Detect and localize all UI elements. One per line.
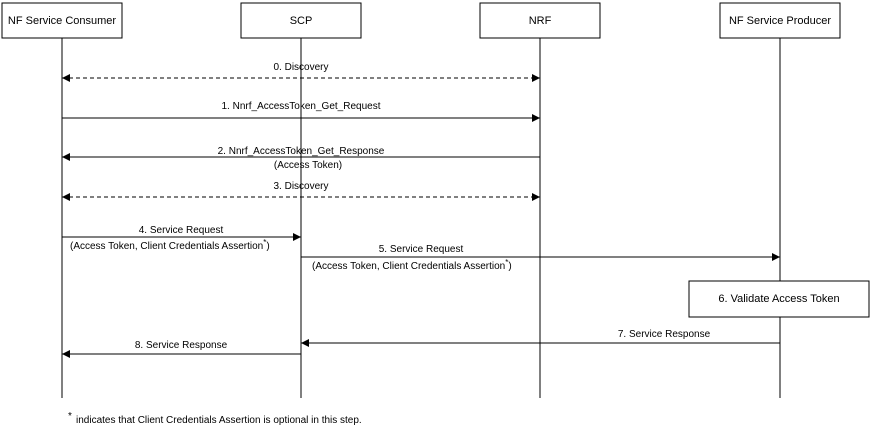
- participant-consumer: NF Service Consumer: [1, 2, 123, 39]
- step-6-validate-token: 6. Validate Access Token: [688, 280, 870, 318]
- message-3-label: 3. Discovery: [273, 181, 328, 192]
- participant-producer: NF Service Producer: [719, 2, 841, 39]
- message-4-star: *: [263, 238, 266, 247]
- message-4-sublabel: (Access Token, Client Credentials Assert…: [70, 238, 270, 252]
- participant-nrf: NRF: [479, 2, 601, 39]
- message-2-label: 2. Nnrf_AccessToken_Get_Response: [218, 146, 385, 157]
- message-1-token-request: 1. Nnrf_AccessToken_Get_Request: [62, 101, 540, 122]
- footnote: * indicates that Client Credentials Asse…: [68, 411, 362, 426]
- message-7-service-response: 7. Service Response: [301, 329, 780, 347]
- message-0-label: 0. Discovery: [273, 62, 328, 73]
- message-2-token-response: 2. Nnrf_AccessToken_Get_Response (Access…: [62, 146, 540, 171]
- message-4-service-request: 4. Service Request (Access Token, Client…: [62, 225, 301, 252]
- message-5-service-request: 5. Service Request (Access Token, Client…: [301, 244, 780, 272]
- footnote-star: *: [68, 411, 72, 422]
- message-3-discovery: 3. Discovery: [62, 181, 540, 201]
- participant-consumer-label: NF Service Consumer: [8, 15, 117, 27]
- step-6-label: 6. Validate Access Token: [718, 293, 839, 305]
- participant-producer-label: NF Service Producer: [729, 15, 831, 27]
- message-0-discovery: 0. Discovery: [62, 62, 540, 82]
- participant-scp-label: SCP: [290, 15, 313, 27]
- message-8-label: 8. Service Response: [135, 340, 228, 351]
- footnote-text: indicates that Client Credentials Assert…: [76, 415, 362, 426]
- message-5-sublabel: (Access Token, Client Credentials Assert…: [312, 258, 512, 272]
- message-5-label: 5. Service Request: [379, 244, 464, 255]
- message-2-sublabel: (Access Token): [274, 160, 342, 171]
- message-8-service-response: 8. Service Response: [62, 340, 301, 358]
- message-7-label: 7. Service Response: [618, 329, 711, 340]
- participant-nrf-label: NRF: [529, 15, 552, 27]
- participant-scp: SCP: [240, 2, 362, 39]
- message-4-label: 4. Service Request: [139, 225, 224, 236]
- message-1-label: 1. Nnrf_AccessToken_Get_Request: [222, 101, 381, 112]
- message-5-star: *: [505, 258, 508, 267]
